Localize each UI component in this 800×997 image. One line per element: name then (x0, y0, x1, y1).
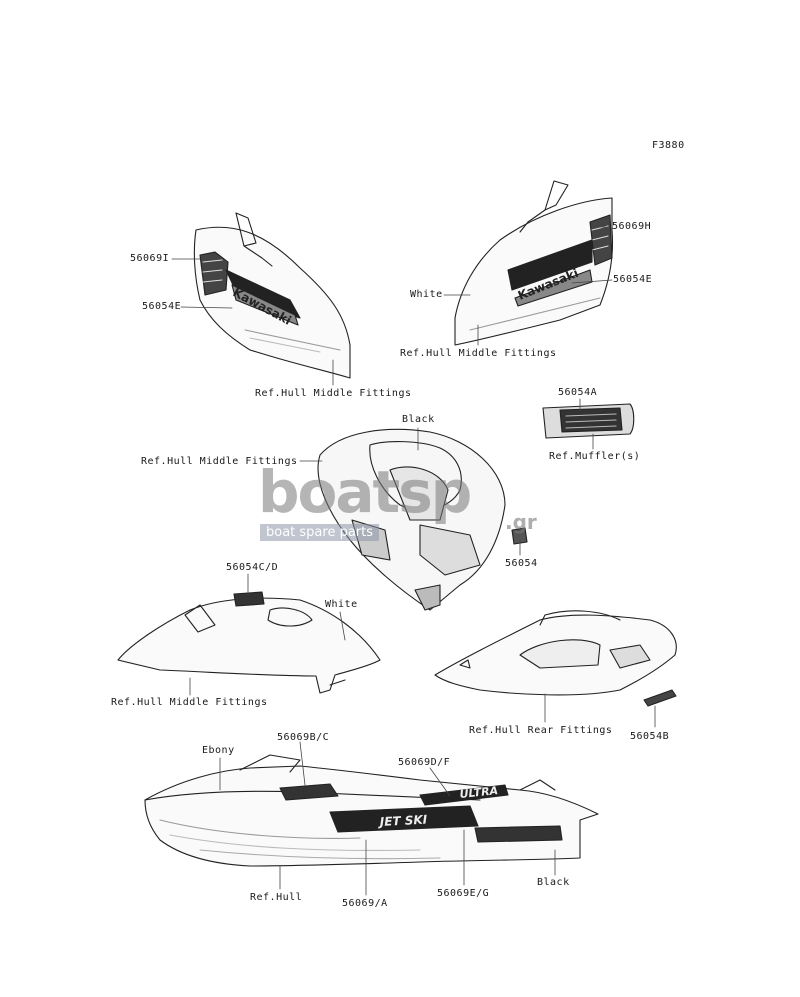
leader-lines (171, 226, 656, 896)
deck-assembly (317, 428, 528, 611)
part-56054E-right: 56054E (613, 274, 653, 285)
watermark-logo: boatsp (258, 458, 472, 526)
ref-muffler: Ref.Muffler(s) (549, 451, 641, 462)
color-black-bottom: Black (537, 877, 570, 888)
ultra-decal: ULTRA (459, 784, 499, 801)
muffler-decal (542, 403, 635, 439)
side-panel-left (193, 212, 351, 379)
ref-hull-rear: Ref.Hull Rear Fittings (469, 725, 613, 736)
part-56054A: 56054A (558, 387, 598, 398)
part-56069DF: 56069D/F (398, 757, 451, 768)
color-white-top: White (410, 289, 443, 300)
ref-hull-middle-right: Ref.Hull Middle Fittings (400, 348, 557, 359)
part-56054CD: 56054C/D (226, 562, 279, 573)
jetski-decal: JET SKI (377, 813, 428, 830)
part-56069BC: 56069B/C (277, 732, 330, 743)
ref-hull-middle-left: Ref.Hull Middle Fittings (255, 388, 412, 399)
figure-code: F3880 (652, 140, 685, 151)
watermark-suffix: .gr (505, 510, 537, 534)
part-56054B: 56054B (630, 731, 670, 742)
part-56054: 56054 (505, 558, 538, 569)
color-ebony: Ebony (202, 745, 235, 756)
ref-hull: Ref.Hull (250, 892, 303, 903)
part-56069H: 56069H (612, 221, 652, 232)
part-56069I: 56069I (130, 253, 170, 264)
part-56054E-left: 56054E (142, 301, 182, 312)
hull-rear-fitting (434, 610, 677, 707)
watermark-subtitle: boat spare parts (260, 524, 380, 541)
ref-hull-middle-center: Ref.Hull Middle Fittings (141, 456, 298, 467)
side-panel-right (454, 180, 613, 346)
hull-middle-fitting (117, 591, 381, 694)
color-black-mid: Black (402, 414, 435, 425)
part-56069EG: 56069E/G (437, 888, 490, 899)
jetski-hull (144, 754, 599, 867)
part-56069A: 56069/A (342, 898, 388, 909)
ref-hull-middle-lower: Ref.Hull Middle Fittings (111, 697, 268, 708)
color-white-mid: White (325, 599, 358, 610)
